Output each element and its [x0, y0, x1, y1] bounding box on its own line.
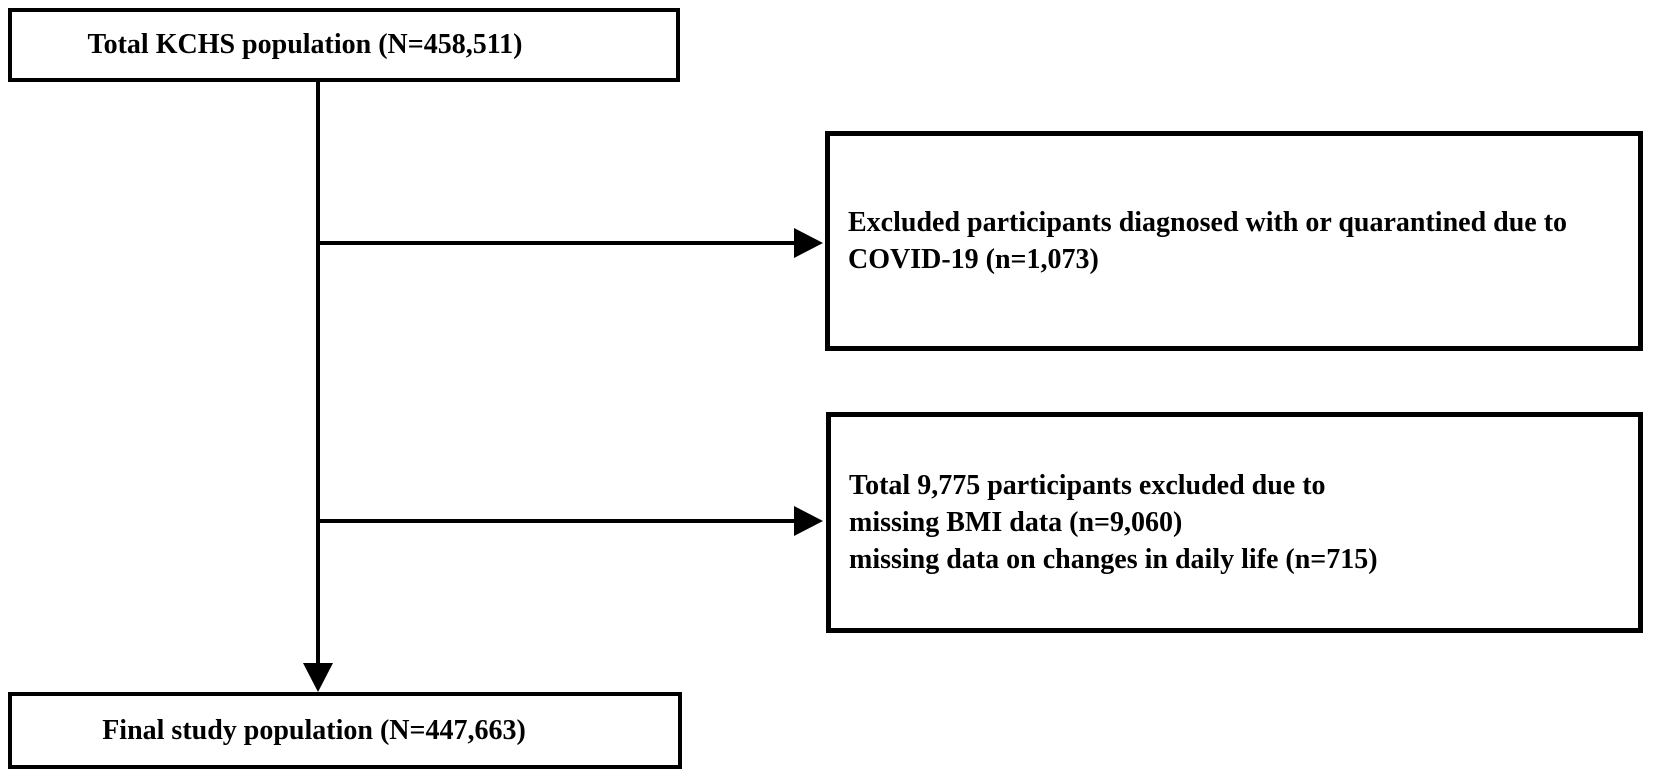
- excluded-covid-text: Excluded participants diagnosed with or …: [848, 204, 1626, 278]
- arrow-down-icon: [303, 663, 333, 692]
- excluded-missing-line-1: Total 9,775 participants excluded due to: [849, 470, 1326, 501]
- final-population-label: Final study population (N=447,663): [102, 714, 526, 746]
- excluded-covid-line-2: COVID-19 (n=1,073): [848, 244, 1099, 275]
- excluded-missing-text: Total 9,775 participants excluded due to…: [849, 467, 1626, 578]
- excluded-missing-box: Total 9,775 participants excluded due to…: [826, 412, 1643, 633]
- total-population-box: Total KCHS population (N=458,511): [8, 8, 680, 82]
- arrow-right-icon: [794, 228, 823, 258]
- total-population-label: Total KCHS population (N=458,511): [87, 29, 523, 60]
- final-population-box: Final study population (N=447,663): [8, 692, 682, 769]
- flow-line-to-missing-exclusion: [318, 519, 796, 523]
- flow-line-to-covid-exclusion: [318, 241, 796, 245]
- excluded-covid-line-1: Excluded participants diagnosed with or …: [848, 207, 1568, 238]
- excluded-covid-box: Excluded participants diagnosed with or …: [825, 131, 1643, 351]
- flow-line-vertical: [316, 81, 320, 664]
- arrow-right-icon: [794, 506, 823, 536]
- excluded-missing-line-3: missing data on changes in daily life (n…: [849, 544, 1378, 575]
- excluded-missing-line-2: missing BMI data (n=9,060): [849, 507, 1183, 538]
